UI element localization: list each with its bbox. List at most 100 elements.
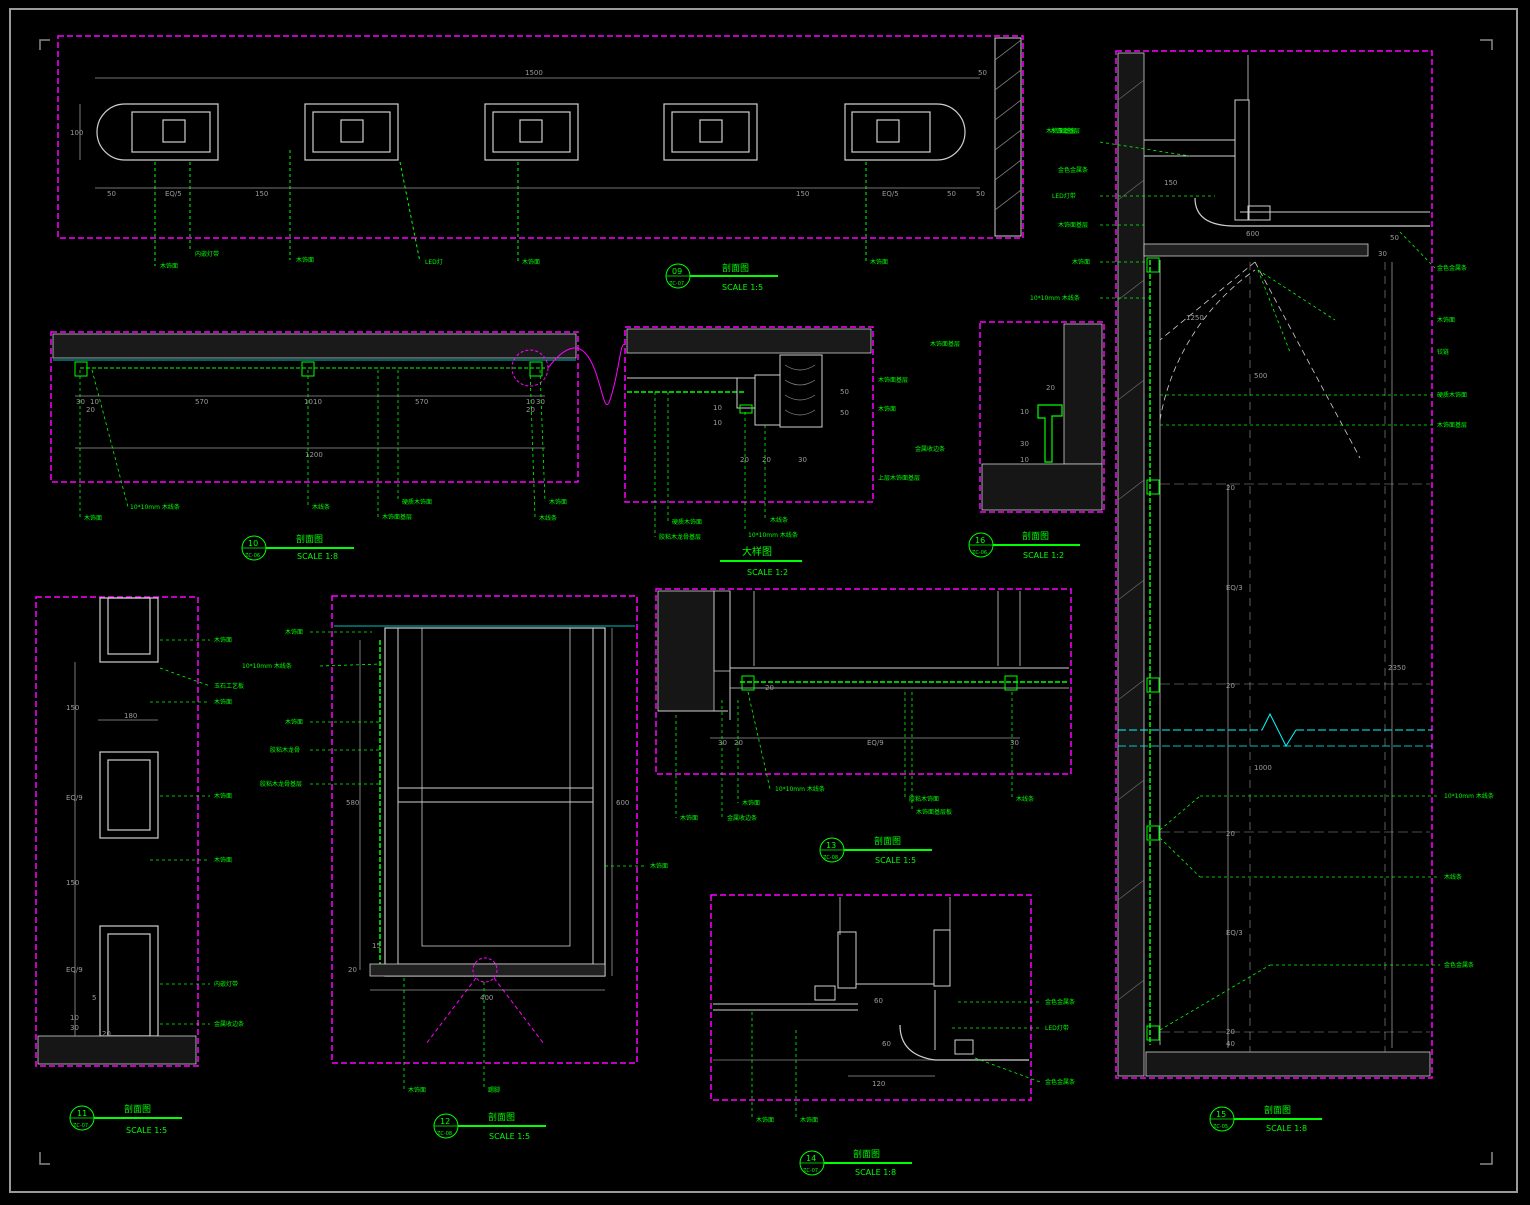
detail-11: 150 180 EQ/9 150 EQ/9 5 30 10 20 木饰面玉石工艺… (35, 596, 244, 1135)
d12-dim-600: 600 (616, 799, 629, 807)
detail-10-scale: SCALE 1:8 (297, 552, 338, 561)
dim-left-50: 50 (107, 190, 116, 198)
detail-16-ref: ZC-06 (972, 550, 987, 556)
detail-15: 150 600 50 30 1250 500 20 EQ/3 2350 20 1… (1030, 50, 1494, 1133)
svg-text:木饰面: 木饰面 (756, 1116, 774, 1124)
svg-text:木饰面: 木饰面 (878, 405, 896, 413)
corner-marks (39, 39, 1493, 1165)
svg-text:木饰面: 木饰面 (296, 256, 314, 264)
detail-14: 60 60 120 木饰面木饰面 金色金属条 LED灯带 金色金属条 14 ZC… (710, 894, 1075, 1177)
detail-10-ref: ZC-06 (245, 553, 260, 559)
svg-text:木饰面: 木饰面 (408, 1086, 426, 1094)
svg-text:木饰面基层: 木饰面基层 (1437, 421, 1467, 429)
d15-dim-eq3a: EQ/3 (1226, 584, 1243, 592)
d15-dim-2350: 2350 (1388, 664, 1406, 672)
detail-09-boundary (57, 35, 1024, 239)
svg-text:木饰面基层: 木饰面基层 (1058, 221, 1088, 229)
detail-16-title: 剖面图 (1022, 530, 1049, 542)
detail-13-title: 剖面图 (874, 835, 901, 847)
dim-top-50: 50 (978, 69, 987, 77)
detail-large-title: 大样图 (742, 545, 772, 558)
d10-dim-570b: 570 (415, 398, 428, 406)
detail-09-title: 剖面图 (722, 262, 749, 274)
svg-text:木饰面: 木饰面 (214, 792, 232, 800)
d10-dim-570a: 570 (195, 398, 208, 406)
svg-text:木饰面: 木饰面 (214, 698, 232, 706)
d11-dim-150b: 150 (66, 879, 79, 887)
d10-dim-20a: 20 (86, 406, 95, 414)
d12-dim-580: 580 (346, 799, 359, 807)
svg-text:木饰面: 木饰面 (650, 862, 668, 870)
d14-dim-60b: 60 (882, 1040, 891, 1048)
d11-dim-eq9a: EQ/9 (66, 794, 83, 802)
svg-text:木饰面基层板: 木饰面基层板 (916, 808, 952, 816)
title-block-12: 12 ZC-08 剖面图 SCALE 1:5 (433, 1111, 546, 1141)
svg-text:金色金属条: 金色金属条 (1444, 961, 1474, 969)
d12-dim-20: 20 (348, 966, 357, 974)
d13-dim-eq9: EQ/9 (867, 739, 884, 747)
detail-13: 30 20 EQ/9 30 20 木饰面金属收边条 木饰面 10*10mm 木线… (655, 588, 1072, 865)
dl-dim-20b: 20 (762, 456, 771, 464)
title-block-15: 15 ZC-05 剖面图 SCALE 1:8 (1209, 1104, 1322, 1133)
svg-text:金色金属条: 金色金属条 (1045, 998, 1075, 1006)
d10-note-10mm: 10*10mm 木线条 (130, 503, 180, 511)
svg-text:上层木饰面基层: 上层木饰面基层 (878, 474, 920, 482)
dl-dim-50a: 50 (840, 388, 849, 396)
detail-14-scale: SCALE 1:8 (855, 1168, 896, 1177)
svg-text:金色金属条: 金色金属条 (1058, 166, 1088, 174)
dl-dim-10a: 10 (713, 404, 722, 412)
svg-text:内嵌灯带: 内嵌灯带 (214, 980, 238, 988)
svg-text:金色金属条: 金色金属条 (1045, 1078, 1075, 1086)
svg-text:硬质木饰面: 硬质木饰面 (672, 518, 702, 526)
d10-dim-10c: 10 (313, 398, 322, 406)
dim-eq5-right: EQ/5 (882, 190, 899, 198)
d11-dim-30: 30 (70, 1024, 79, 1032)
detail-15-ref: ZC-05 (1213, 1124, 1228, 1130)
svg-text:木饰面: 木饰面 (214, 856, 232, 864)
svg-text:硬质木饰面: 硬质木饰面 (402, 498, 432, 506)
d15-dim-50: 50 (1390, 234, 1399, 242)
title-block-16: 16 ZC-06 剖面图 SCALE 1:2 (968, 530, 1080, 560)
detail-13-scale: SCALE 1:5 (875, 856, 916, 865)
d15-dim-600: 600 (1246, 230, 1259, 238)
d10-dim-30a: 30 (76, 398, 85, 406)
d15-dim-150: 150 (1164, 179, 1177, 187)
d11-dim-5: 5 (92, 994, 96, 1002)
d16-dim-30: 30 (1020, 440, 1029, 448)
d13-dim-20b: 20 (765, 684, 774, 692)
svg-text:木饰面: 木饰面 (214, 636, 232, 644)
svg-text:木饰面: 木饰面 (285, 718, 303, 726)
dim-eq5-left: EQ/5 (165, 190, 182, 198)
d15-dim-20a: 20 (1226, 484, 1235, 492)
svg-text:胶粘木龙骨基层: 胶粘木龙骨基层 (260, 780, 302, 788)
detail-10-boundary (50, 331, 579, 483)
dim-150-right: 150 (796, 190, 809, 198)
svg-text:木饰面: 木饰面 (84, 514, 102, 522)
d16-dim-10a: 10 (1020, 408, 1029, 416)
svg-text:木饰面: 木饰面 (1072, 258, 1090, 266)
dim-1500: 1500 (525, 69, 543, 77)
svg-text:木饰面基层: 木饰面基层 (930, 340, 960, 348)
d16-dim-20: 20 (1046, 384, 1055, 392)
d15-dim-1250: 1250 (1186, 314, 1204, 322)
detail-10-number: 10 (248, 539, 258, 548)
dim-100: 100 (70, 129, 83, 137)
d12-dim-15: 15 (372, 942, 381, 950)
detail-12: 580 15 20 400 600 木饰面 10*10mm 木线条 木饰面胶粘木… (242, 595, 668, 1141)
d13-dim-30a: 30 (718, 739, 727, 747)
svg-text:胶粘木龙骨基层: 胶粘木龙骨基层 (659, 533, 701, 541)
svg-text:金属收边条: 金属收边条 (915, 445, 945, 453)
d13-dim-30b: 30 (1010, 739, 1019, 747)
svg-text:木饰面: 木饰面 (549, 498, 567, 506)
svg-text:木线条: 木线条 (1444, 873, 1462, 881)
detail-12-scale: SCALE 1:5 (489, 1132, 530, 1141)
d10-dim-20b: 20 (526, 406, 535, 414)
svg-text:木饰面基层: 木饰面基层 (382, 513, 412, 521)
svg-text:木线条: 木线条 (539, 514, 557, 522)
detail-12-ref: ZC-08 (437, 1131, 452, 1137)
svg-text:铰链: 铰链 (1437, 348, 1449, 356)
detail-14-number: 14 (806, 1154, 816, 1163)
d14-dim-120: 120 (872, 1080, 885, 1088)
detail-16-number: 16 (975, 536, 985, 545)
